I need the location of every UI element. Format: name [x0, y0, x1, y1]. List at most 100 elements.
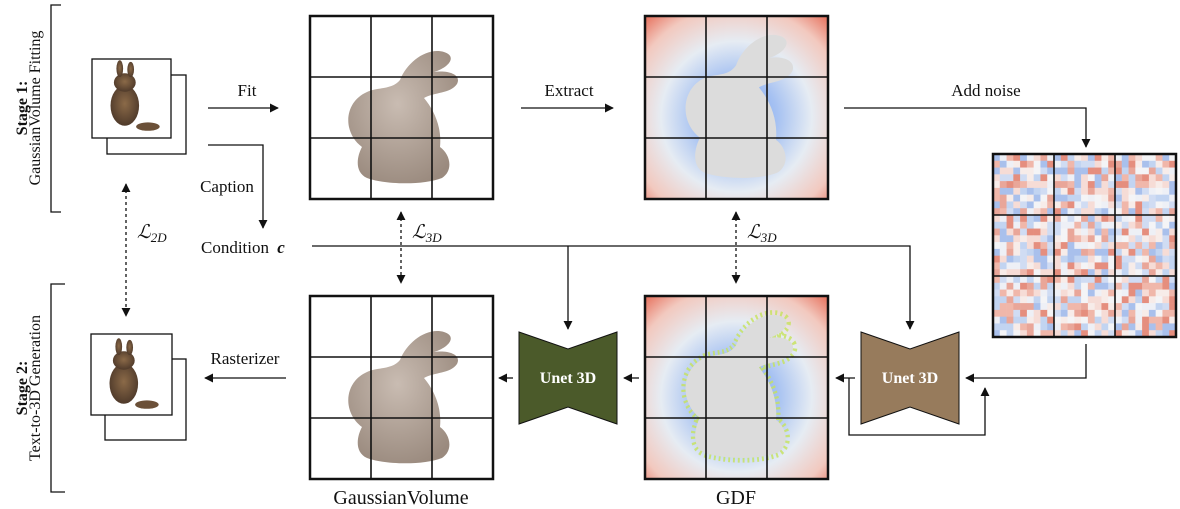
noise-cell — [1067, 282, 1075, 290]
noise-cell — [1047, 208, 1055, 216]
noise-cell — [1074, 269, 1082, 277]
noise-cell — [1108, 276, 1116, 284]
noise-cell — [1128, 167, 1136, 175]
noise-cell — [1142, 228, 1150, 236]
noise-cell — [1142, 282, 1150, 290]
noise-cell — [1128, 160, 1136, 168]
noise-cell — [1013, 255, 1021, 263]
noise-cell — [1074, 276, 1082, 284]
noise-cell — [1128, 276, 1136, 284]
noise-cell — [1040, 167, 1048, 175]
noise-cell — [1013, 330, 1021, 338]
noise-cell — [1148, 221, 1156, 229]
noise-cell — [1033, 174, 1041, 182]
stage2-title: Stage 2: — [14, 361, 31, 416]
noise-cell — [1060, 262, 1068, 270]
noise-cell — [1162, 255, 1170, 263]
noise-cell — [1087, 167, 1095, 175]
noise-cell — [1020, 215, 1028, 223]
noise-cell — [993, 228, 1001, 236]
noise-cell — [999, 316, 1007, 324]
noise-cell — [1006, 160, 1014, 168]
noise-cell — [1135, 208, 1143, 216]
noise-cell — [1026, 221, 1034, 229]
noise-cell — [1142, 242, 1150, 250]
noise-cell — [1135, 181, 1143, 189]
noise-cell — [1013, 160, 1021, 168]
noise-cell — [993, 316, 1001, 324]
noise-cell — [1142, 174, 1150, 182]
noise-cell — [1169, 269, 1177, 277]
noise-cell — [1067, 167, 1075, 175]
noise-cell — [1162, 201, 1170, 209]
grid-bottom-gdf — [643, 294, 830, 481]
caption-gaussian-volume: GaussianVolume — [333, 487, 468, 509]
noise-cell — [1074, 208, 1082, 216]
noise-cell — [1155, 309, 1163, 317]
noise-cell — [1020, 167, 1028, 175]
noise-cell — [1054, 242, 1062, 250]
noise-cell — [1081, 235, 1089, 243]
noise-cell — [999, 282, 1007, 290]
noise-cell — [1142, 235, 1150, 243]
noise-cell — [1148, 215, 1156, 223]
noise-cell — [1121, 181, 1129, 189]
noise-cell — [1169, 316, 1177, 324]
grid-top-gdf — [643, 14, 830, 201]
noise-cell — [1135, 154, 1143, 162]
noise-cell — [1026, 201, 1034, 209]
noise-cell — [1074, 201, 1082, 209]
stage2-subtitle: Text-to-3D Generation — [27, 315, 44, 461]
noise-cell — [1026, 167, 1034, 175]
noise-cell — [1148, 282, 1156, 290]
noise-cell — [1074, 282, 1082, 290]
noise-cell — [1060, 282, 1068, 290]
noise-cell — [1047, 289, 1055, 297]
noise-cell — [1094, 269, 1102, 277]
noise-cell — [1006, 296, 1014, 304]
noise-cell — [1074, 303, 1082, 311]
noise-cell — [1121, 235, 1129, 243]
noise-cell — [1013, 221, 1021, 229]
noise-cell — [1087, 248, 1095, 256]
noise-cell — [1101, 289, 1109, 297]
noise-cell — [999, 160, 1007, 168]
noise-cell — [1067, 269, 1075, 277]
noise-cell — [1108, 242, 1116, 250]
noise-cell — [1135, 309, 1143, 317]
noise-cell — [1115, 248, 1123, 256]
noise-cell — [1040, 296, 1048, 304]
noise-cell — [1081, 194, 1089, 202]
noise-cell — [1169, 248, 1177, 256]
noise-cell — [1067, 316, 1075, 324]
noise-cell — [1081, 242, 1089, 250]
noise-cell — [1060, 303, 1068, 311]
noise-volume — [991, 152, 1178, 339]
noise-cell — [993, 235, 1001, 243]
stage1-subtitle: GaussianVolume Fitting — [27, 31, 44, 186]
noise-cell — [1040, 174, 1048, 182]
noise-cell — [1020, 289, 1028, 297]
arrow-denoise-loop — [848, 378, 990, 436]
noise-cell — [1155, 242, 1163, 250]
noise-cell — [1060, 215, 1068, 223]
noise-cell — [1128, 242, 1136, 250]
noise-cell — [1013, 296, 1021, 304]
noise-cell — [1115, 309, 1123, 317]
noise-cell — [1142, 194, 1150, 202]
noise-cell — [1108, 181, 1116, 189]
noise-cell — [1135, 289, 1143, 297]
noise-cell — [1013, 215, 1021, 223]
gaussian-volume-top — [308, 14, 495, 201]
noise-cell — [1006, 248, 1014, 256]
noise-cell — [1040, 160, 1048, 168]
noise-cell — [1013, 167, 1021, 175]
noise-cell — [993, 181, 1001, 189]
noise-cell — [1115, 215, 1123, 223]
noise-cell — [1033, 208, 1041, 216]
noise-cell — [1060, 309, 1068, 317]
noise-cell — [1040, 194, 1048, 202]
noise-cell — [1087, 330, 1095, 338]
noise-cell — [999, 187, 1007, 195]
noise-cell — [1074, 309, 1082, 317]
